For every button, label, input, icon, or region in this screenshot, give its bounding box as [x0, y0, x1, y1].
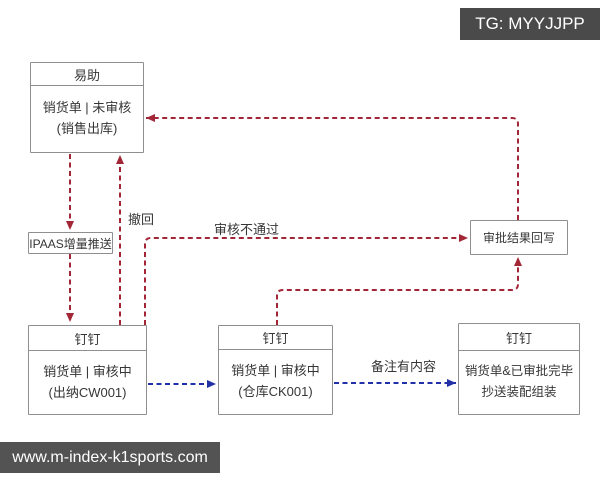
edge-label-reject: 审核不通过 [214, 222, 280, 237]
node-dingtalk-cashier-body: 销货单 | 审核中 (出纳CW001) [29, 351, 146, 412]
node-dingtalk-assembly-header: 钉钉 [459, 324, 579, 351]
node-dingtalk-warehouse-body: 销货单 | 审核中 (仓库CK001) [219, 350, 332, 412]
edge-label-revoke: 撤回 [128, 212, 155, 227]
watermark-telegram: TG: MYYJJPP [460, 8, 600, 40]
node-dingtalk-warehouse-line2: (仓库CK001) [238, 384, 313, 399]
node-dingtalk-assembly-line2: 抄送装配组装 [481, 384, 557, 399]
edge-warehouse-to-writeback [276, 257, 522, 325]
node-yizhu-line2: (销售出库) [56, 121, 118, 136]
node-dingtalk-assembly-line1: 销货单&已审批完毕 [464, 363, 574, 378]
node-dingtalk-cashier: 钉钉 销货单 | 审核中 (出纳CW001) [28, 325, 147, 415]
node-approval-writeback-label: 审批结果回写 [482, 231, 555, 245]
node-yizhu: 易助 销货单 | 未审核 (销售出库) [30, 62, 144, 153]
node-dingtalk-cashier-line2: (出纳CW001) [48, 384, 127, 400]
watermark-website: www.m-index-k1sports.com [0, 442, 220, 473]
node-dingtalk-assembly-body: 销货单&已审批完毕 抄送装配组装 [459, 351, 579, 412]
node-ipaas-push: IPAAS增量推送 [28, 232, 113, 254]
node-dingtalk-warehouse: 钉钉 销货单 | 审核中 (仓库CK001) [218, 325, 333, 415]
edge-label-remark: 备注有内容 [371, 359, 437, 374]
node-yizhu-header: 易助 [31, 63, 143, 86]
node-dingtalk-cashier-header: 钉钉 [29, 326, 146, 351]
node-ipaas-label: IPAAS增量推送 [29, 236, 112, 251]
node-dingtalk-assembly: 钉钉 销货单&已审批完毕 抄送装配组装 [458, 323, 580, 415]
edge-writeback-to-yizhu [146, 114, 519, 220]
node-dingtalk-warehouse-line1: 销货单 | 审核中 [231, 363, 320, 378]
node-yizhu-line1: 销货单 | 未审核 [42, 100, 132, 115]
node-yizhu-body: 销货单 | 未审核 (销售出库) [31, 86, 143, 150]
node-approval-writeback: 审批结果回写 [470, 220, 568, 255]
edge-cashier-reject-to-writeback [144, 234, 468, 325]
node-dingtalk-cashier-line1: 销货单 | 审核中 [43, 363, 132, 379]
node-dingtalk-warehouse-header: 钉钉 [219, 326, 332, 350]
